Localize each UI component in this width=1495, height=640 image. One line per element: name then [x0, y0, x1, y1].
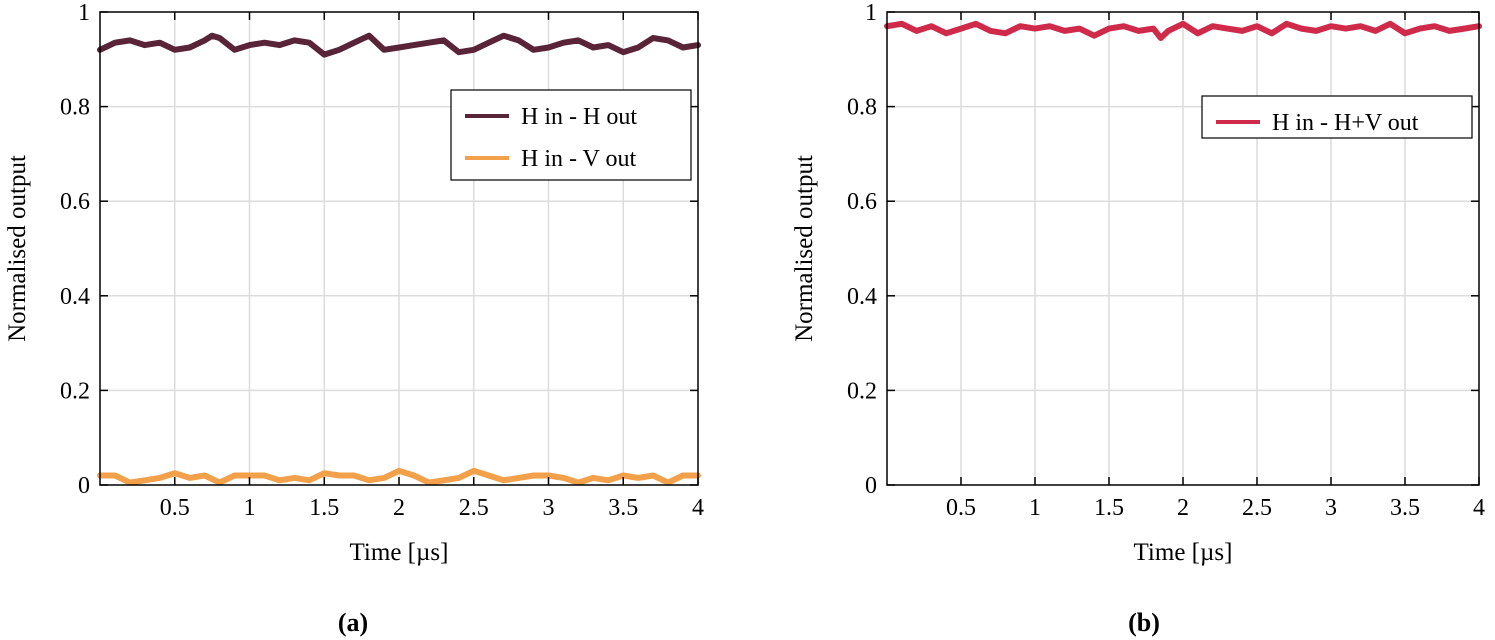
y-tick-label: 0.6 [847, 189, 877, 215]
y-axis-label: Normalised output [791, 155, 818, 342]
y-tick-label: 0.2 [60, 378, 90, 404]
x-tick-label: 1 [244, 495, 256, 521]
x-tick-label: 4 [1473, 495, 1485, 521]
x-axis-label: Time [µs] [1134, 539, 1233, 566]
x-tick-label: 3.5 [1390, 495, 1420, 521]
panel-label-a: (a) [337, 608, 369, 637]
series-line-2 [97, 467, 701, 486]
series-line-1 [97, 32, 701, 58]
x-tick-label: 3.5 [608, 495, 638, 521]
panel-label-b: (b) [1128, 608, 1160, 637]
legend-label-1: H in - H out [521, 104, 637, 130]
x-axis-label: Time [µs] [350, 539, 449, 566]
x-tick-label: 4 [692, 495, 704, 521]
y-tick-label: 0.6 [60, 189, 90, 215]
x-tick-label: 0.5 [160, 495, 190, 521]
x-tick-label: 1.5 [309, 495, 339, 521]
legend-label-2: H in - V out [521, 146, 636, 172]
x-tick-label: 2.5 [1242, 495, 1272, 521]
y-tick-label: 0.4 [847, 284, 877, 310]
x-tick-label: 2.5 [459, 495, 489, 521]
legend-box [1201, 95, 1473, 139]
y-tick-label: 1 [865, 0, 877, 26]
y-tick-label: 0 [865, 473, 877, 499]
x-tick-label: 1.5 [1094, 495, 1124, 521]
series-line-1 [884, 20, 1482, 41]
x-tick-label: 2 [393, 495, 405, 521]
y-tick-label: 1 [78, 0, 90, 26]
x-tick-label: 3 [1325, 495, 1337, 521]
y-tick-label: 0 [78, 473, 90, 499]
x-tick-label: 1 [1029, 495, 1041, 521]
y-tick-label: 0.8 [60, 95, 90, 121]
y-tick-label: 0.8 [847, 95, 877, 121]
legend: H in - H out H in - V out [450, 89, 692, 181]
legend-label-1: H in - H+V out [1272, 110, 1419, 136]
y-axis-label: Normalised output [4, 155, 31, 342]
legend-box [450, 89, 692, 181]
y-tick-label: 0.4 [60, 284, 90, 310]
x-tick-label: 0.5 [946, 495, 976, 521]
legend: H in - H+V out [1201, 95, 1473, 139]
y-tick-label: 0.2 [847, 378, 877, 404]
x-tick-label: 2 [1177, 495, 1189, 521]
x-tick-label: 3 [543, 495, 555, 521]
